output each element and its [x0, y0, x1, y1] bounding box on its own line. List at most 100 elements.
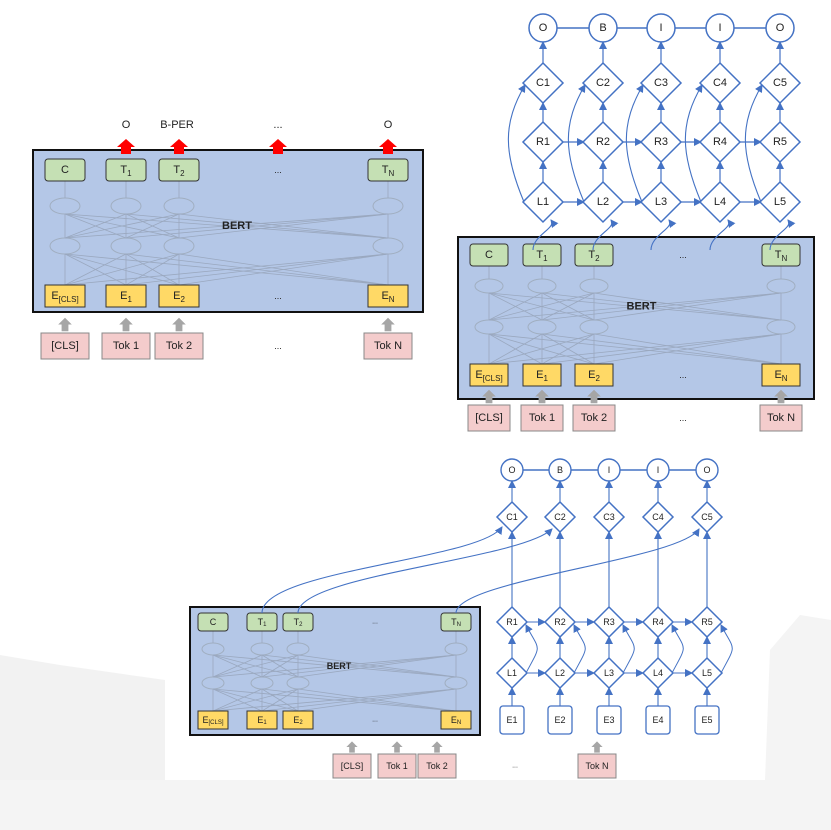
crf-label: C5: [701, 512, 713, 522]
bert-label: BERT: [627, 301, 657, 313]
left-lstm-node: [758, 180, 802, 224]
bert-to-crf-curve: [261, 526, 503, 614]
token-label: [CLS]: [475, 412, 503, 424]
crf-label: C4: [652, 512, 664, 522]
left-lstm-node: [543, 656, 577, 690]
bert-connection: [64, 213, 389, 239]
bert-connection: [64, 213, 180, 239]
bert-connection: [541, 292, 595, 321]
word-embedding-label: E3: [603, 715, 614, 725]
left-lstm-node: [639, 180, 683, 224]
embedding-label: E2: [588, 369, 600, 383]
right-lstm-label: R3: [654, 136, 668, 148]
left-lstm-label: L5: [702, 668, 712, 678]
token-box: [520, 404, 564, 432]
ellipsis-label: ...: [274, 341, 282, 351]
bert-layers: [201, 631, 468, 712]
top-output-label: C: [210, 617, 217, 627]
ellipsis-label: ...: [274, 165, 282, 175]
right-lstm-label: R1: [506, 617, 518, 627]
embedding-box: [522, 363, 562, 387]
top-output-label: T1: [120, 164, 132, 178]
token-label: Tok N: [585, 761, 608, 771]
right-lstm-node: [581, 120, 625, 164]
token-box: [377, 753, 417, 779]
tag-label: O: [776, 22, 785, 34]
left-lstm-node: [495, 656, 529, 690]
word-embedding-node: [547, 705, 573, 735]
bert-connection: [593, 333, 782, 365]
ellipsis-label: ...: [679, 370, 687, 380]
token-label: Tok 2: [581, 412, 607, 424]
bert-to-lstm-arrow: [769, 219, 796, 251]
output-tag-label: O: [122, 119, 131, 131]
bert-connection: [488, 292, 782, 321]
bert-layers: [474, 266, 796, 365]
right-lstm-label: R4: [713, 136, 727, 148]
ellipsis-label: ...: [372, 619, 378, 626]
embedding-box: [246, 710, 278, 730]
skip-connection: [625, 84, 644, 203]
bert-connection: [178, 213, 389, 239]
word-embedding-node: [596, 705, 622, 735]
top-output-label: T1: [536, 249, 548, 263]
skip-connection: [507, 84, 526, 203]
token-box: [759, 404, 803, 432]
bert-label: BERT: [327, 661, 352, 671]
output-arrow-icon: [269, 139, 287, 154]
bert-connection: [261, 688, 299, 712]
crf-node: [639, 61, 683, 105]
input-arrow-icon: [391, 741, 403, 753]
input-arrow-icon: [587, 389, 601, 404]
skip-connection: [720, 624, 733, 674]
token-label: Tok 1: [529, 412, 555, 424]
right-lstm-label: R1: [536, 136, 550, 148]
tag-label: O: [539, 22, 548, 34]
word-embedding-node: [645, 705, 671, 735]
right-lstm-label: R5: [773, 136, 787, 148]
output-arrow-icon: [379, 139, 397, 154]
embedding-box: [197, 710, 229, 730]
bert-connection: [212, 654, 263, 678]
embedding-label: EN: [774, 369, 787, 383]
background-shade: [0, 780, 831, 830]
bert-to-lstm-arrow: [650, 219, 677, 251]
input-arrow-icon: [591, 741, 603, 753]
token-box: [363, 332, 413, 360]
right-lstm-label: R3: [603, 617, 615, 627]
token-box: [40, 332, 90, 360]
top-output-label: T2: [588, 249, 600, 263]
input-arrow-icon: [58, 317, 72, 332]
embedding-label: EN: [451, 715, 461, 726]
output-tag-label: B-PER: [160, 119, 194, 131]
bert-connection: [261, 654, 457, 678]
tag-label: B: [557, 465, 563, 475]
token-label: Tok N: [374, 340, 402, 352]
bert-connection: [488, 292, 595, 321]
embedding-box: [440, 710, 472, 730]
tag-node: [548, 458, 572, 482]
top-output-box: [44, 158, 86, 182]
output-arrow-icon: [170, 139, 188, 154]
token-box: [572, 404, 616, 432]
tag-label: O: [703, 465, 710, 475]
input-arrow-icon: [346, 741, 358, 753]
token-label: [CLS]: [341, 761, 364, 771]
output-tag-label: ...: [273, 119, 282, 131]
token-box: [577, 753, 617, 779]
word-embedding-label: E2: [554, 715, 565, 725]
word-embedding-label: E4: [652, 715, 663, 725]
bert-to-lstm-arrow: [709, 219, 736, 251]
skip-connection: [671, 624, 684, 674]
top-output-box: [469, 243, 509, 267]
word-embedding-label: E5: [701, 715, 712, 725]
top-output-label: TN: [775, 249, 788, 263]
left-lstm-node: [641, 656, 675, 690]
left-lstm-label: L2: [555, 668, 565, 678]
left-lstm-node: [592, 656, 626, 690]
embedding-label: E[CLS]: [51, 290, 78, 304]
right-lstm-node: [641, 605, 675, 639]
crf-node: [521, 61, 565, 105]
